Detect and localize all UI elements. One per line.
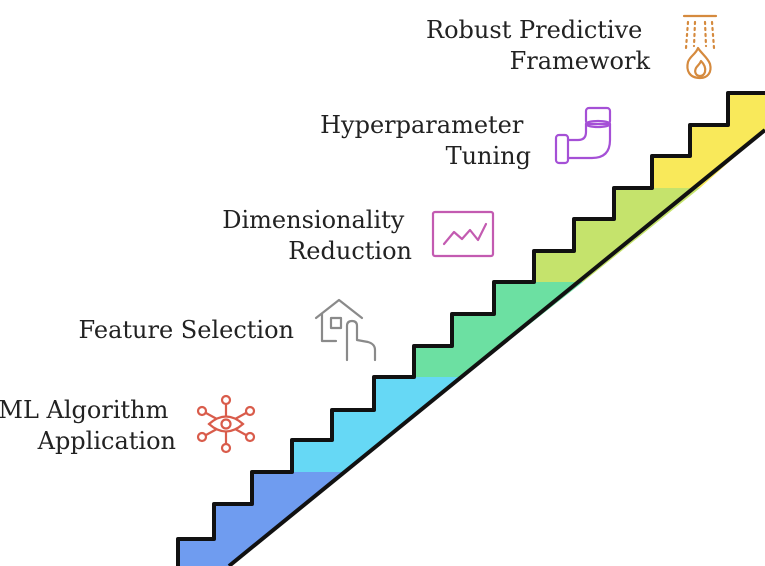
- band-ml-algorithm-application: [178, 472, 347, 566]
- band-hyperparameter-tuning: [494, 188, 700, 282]
- step-1-label: ML Algorithm Application: [0, 396, 176, 455]
- staircase-outline: [176, 91, 765, 566]
- step-4-label-line-1: Hyperparameter: [320, 111, 524, 139]
- step-4-label-line-2: Tuning: [446, 142, 531, 170]
- staircase-bands: [178, 93, 765, 566]
- pipe-elbow-icon: [554, 106, 612, 165]
- home-touch-icon: [314, 298, 377, 362]
- band-robust-predictive-framework: [614, 93, 765, 188]
- step-5-label: Robust Predictive Framework: [426, 16, 650, 75]
- stair-steps-line: [176, 91, 765, 566]
- step-3-label: Dimensionality Reduction: [222, 206, 412, 265]
- band-dimensionality-reduction: [374, 282, 583, 377]
- step-4-label: Hyperparameter Tuning: [320, 111, 531, 170]
- stair-underside-line: [227, 128, 765, 566]
- band-feature-selection: [252, 377, 463, 472]
- shower-flame-icon: [682, 14, 718, 80]
- step-3-label-line-1: Dimensionality: [222, 206, 405, 234]
- step-labels: ML Algorithm Application Feature Selecti…: [0, 16, 650, 455]
- network-eye-icon: [196, 394, 256, 454]
- step-2-label: Feature Selection: [79, 316, 294, 344]
- step-5-label-line-2: Framework: [510, 47, 651, 75]
- step-3-label-line-2: Reduction: [288, 237, 412, 265]
- step-5-label-line-1: Robust Predictive: [426, 16, 642, 44]
- step-2-label-line-1: Feature Selection: [79, 316, 294, 344]
- step-1-label-line-2: Application: [37, 427, 176, 455]
- step-1-label-line-1: ML Algorithm: [0, 396, 169, 424]
- line-chart-icon: [431, 210, 495, 258]
